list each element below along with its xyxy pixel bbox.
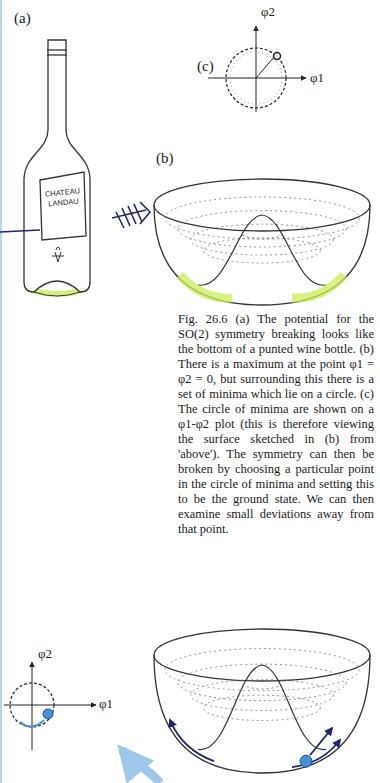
figure-label: φ2: [38, 646, 52, 662]
figure-label: φ2: [261, 4, 275, 20]
figure-label: (b): [156, 150, 174, 167]
figure-label: φ1: [310, 70, 324, 86]
wine-bottle: [24, 40, 90, 296]
highlight-arrow: [122, 750, 160, 783]
page-edge: [0, 0, 2, 783]
potential-surface-annotated: [154, 629, 370, 773]
figure-caption: Fig. 26.6 (a) The potential for the SO(2…: [178, 312, 374, 537]
pen-line: [0, 230, 40, 232]
potential-surface: [154, 179, 370, 305]
phi-plane: [208, 26, 306, 112]
figure-label: φ1: [99, 696, 113, 712]
pen-scribble-arrow: [112, 202, 150, 228]
bottle-label: CHATEAU LANDAU: [43, 186, 83, 209]
phi-plane-annotated: [4, 662, 96, 750]
figure-label: (c): [197, 58, 214, 75]
figure-label: (a): [14, 10, 31, 27]
